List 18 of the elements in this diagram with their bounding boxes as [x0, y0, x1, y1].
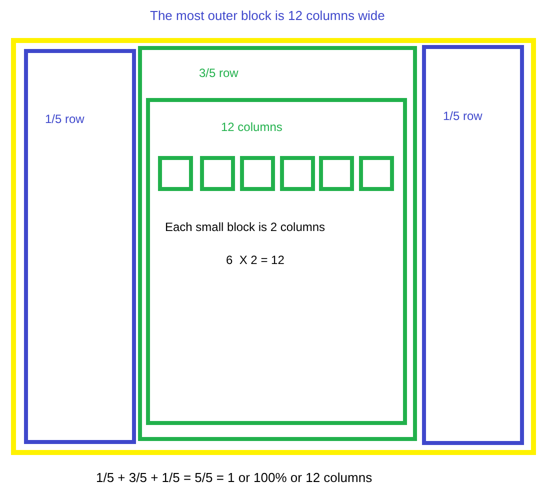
note-text: Each small block is 2 columns	[165, 220, 326, 234]
small-block	[240, 156, 275, 191]
columns-label: 12 columns	[221, 120, 282, 134]
row-label: 1/5 row	[45, 112, 84, 126]
row-label: 1/5 row	[443, 109, 482, 124]
small-block	[359, 156, 394, 191]
layout-block	[24, 49, 136, 444]
small-block	[158, 156, 193, 191]
heading: The most outer block is 12 columns wide	[150, 8, 385, 24]
small-block	[319, 156, 354, 191]
equation-text: 6 X 2 = 12	[226, 253, 284, 268]
layout-block	[138, 46, 417, 441]
small-block	[280, 156, 315, 191]
layout-block	[422, 45, 524, 445]
small-block	[200, 156, 235, 191]
caption: 1/5 + 3/5 + 1/5 = 5/5 = 1 or 100% or 12 columns	[96, 470, 372, 485]
layout-block	[146, 98, 407, 425]
row-label: 3/5 row	[199, 66, 238, 80]
